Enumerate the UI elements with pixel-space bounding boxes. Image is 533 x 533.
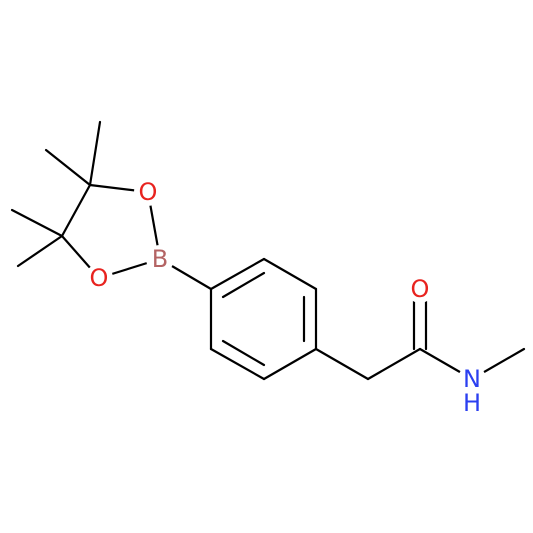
bond-ring-1 bbox=[209, 257, 266, 291]
oxygen-top-label: O bbox=[139, 178, 158, 206]
bond-methyl-4 bbox=[16, 234, 64, 268]
boron-label: B bbox=[152, 245, 168, 273]
boron-atom: B bbox=[146, 245, 174, 273]
bond-ring-inner-1 bbox=[221, 271, 266, 299]
bond-ch2-carbonyl bbox=[366, 347, 422, 381]
bonds bbox=[10, 120, 526, 381]
bond-ring-4 bbox=[262, 347, 318, 381]
oxygen-top-atom: O bbox=[134, 178, 162, 206]
nitrogen-hydrogen-label: H bbox=[463, 389, 481, 417]
bond-ring-5 bbox=[209, 347, 266, 381]
oxygen-bottom-label: O bbox=[90, 264, 109, 292]
bond-c-c-ring bbox=[60, 183, 92, 238]
atom-labels: O O B O N H bbox=[85, 178, 486, 417]
bond-methyl-3 bbox=[10, 208, 64, 238]
bond-ring-inner-3 bbox=[221, 339, 266, 367]
carbonyl-oxygen-atom: O bbox=[406, 275, 434, 303]
nitrogen-atom: N H bbox=[458, 365, 486, 417]
bond-methyl-2 bbox=[44, 148, 92, 187]
bond-methyl-1 bbox=[88, 120, 102, 187]
nitrogen-label: N bbox=[463, 365, 481, 393]
bond-ring-2 bbox=[262, 257, 318, 291]
bond-aryl-ch2 bbox=[314, 347, 370, 381]
oxygen-bottom-atom: O bbox=[85, 264, 113, 292]
carbonyl-oxygen-label: O bbox=[411, 275, 430, 303]
